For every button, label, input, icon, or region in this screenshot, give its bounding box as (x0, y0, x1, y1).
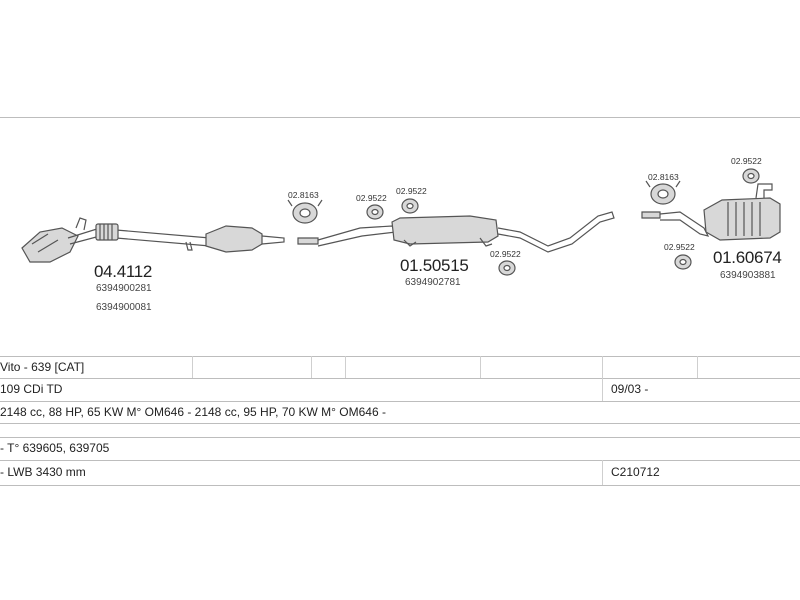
column-divider (345, 356, 346, 378)
fitting-label: 02.9522 (731, 156, 762, 166)
fitting-label: 02.9522 (664, 242, 695, 252)
rear-silencer (641, 183, 781, 241)
column-divider (311, 356, 312, 378)
rear-part-code: 01.60674 (713, 248, 782, 267)
column-divider (192, 356, 193, 378)
reference-text: C210712 (611, 465, 660, 479)
middle-pipe-with-silencer (297, 211, 615, 253)
table-rule (0, 423, 800, 424)
front-part-code: 04.4112 (94, 262, 153, 281)
fitting-label: 02.8163 (648, 172, 679, 182)
column-divider (602, 356, 603, 401)
fitting-label: 02.9522 (490, 249, 521, 259)
clamp-fitting (645, 180, 681, 205)
hanger-ring (366, 204, 384, 220)
rear-oem-number: 6394903881 (720, 270, 776, 281)
model-text: Vito - 639 [CAT] (0, 360, 85, 374)
exhaust-parts-drawing (21, 168, 781, 276)
hanger-ring (498, 260, 516, 276)
column-divider (697, 356, 698, 378)
type-text: - T° 639605, 639705 (0, 441, 110, 455)
column-divider (480, 356, 481, 378)
fitting-label: 02.9522 (396, 186, 427, 196)
table-rule (0, 437, 800, 438)
fitting-label: 02.8163 (288, 190, 319, 200)
table-rule (0, 378, 800, 379)
hanger-ring (674, 254, 692, 270)
table-rule (0, 356, 800, 357)
clamp-fitting (287, 199, 323, 224)
fitting-label: 02.9522 (356, 193, 387, 203)
top-rule (0, 117, 800, 118)
table-rule (0, 401, 800, 402)
hanger-ring (742, 168, 760, 184)
date-text: 09/03 - (611, 382, 649, 396)
exhaust-diagram: 04.4112 6394900281 6394900081 01.50515 6… (21, 156, 782, 313)
hanger-ring (401, 198, 419, 214)
wheelbase-text: - LWB 3430 mm (0, 465, 86, 479)
table-rule (0, 460, 800, 461)
engine-text: 2148 cc, 88 HP, 65 KW M° OM646 - 2148 cc… (0, 405, 386, 419)
front-oem-number-1: 6394900281 (96, 283, 152, 294)
variant-text: 109 CDi TD (0, 382, 63, 396)
front-pipe-with-catalyst (21, 217, 285, 263)
middle-part-code: 01.50515 (400, 256, 469, 275)
middle-oem-number: 6394902781 (405, 277, 461, 288)
column-divider (602, 460, 603, 485)
front-oem-number-2: 6394900081 (96, 302, 152, 313)
table-rule (0, 485, 800, 486)
